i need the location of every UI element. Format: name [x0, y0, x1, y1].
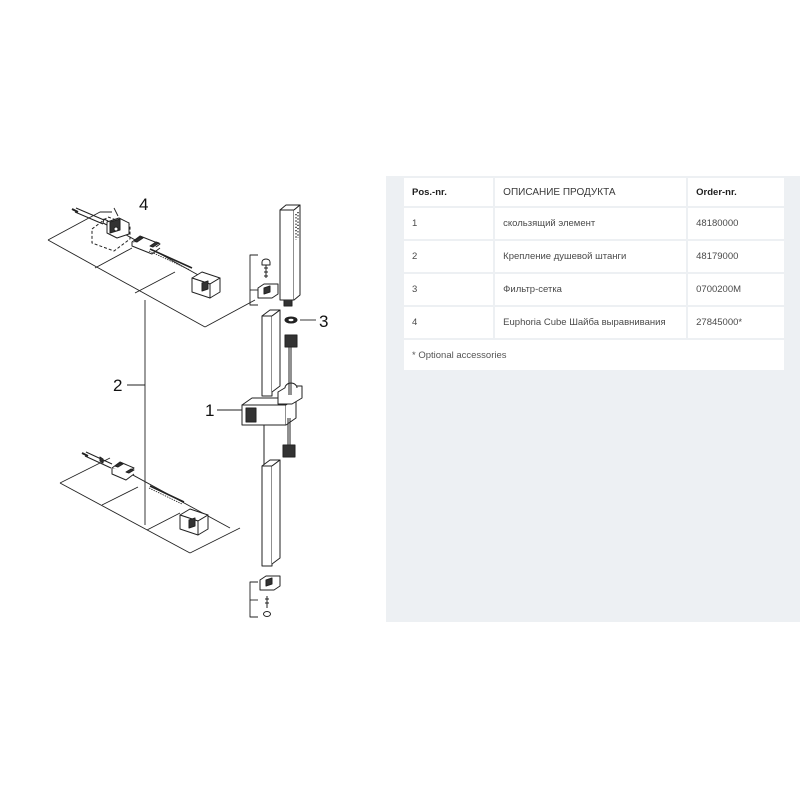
cell-order: 48180000 — [688, 206, 784, 239]
table-row: 3 Фильтр-сетка 0700200M — [404, 272, 784, 305]
cell-order: 48179000 — [688, 239, 784, 272]
table-header-row: Pos.-nr. ОПИСАНИЕ ПРОДУКТА Order-nr. — [404, 178, 784, 206]
shower-rail — [261, 309, 281, 567]
upper-alignment-washer — [91, 216, 131, 252]
leader-lines — [113, 207, 316, 411]
hand-shower — [279, 204, 301, 307]
table-row: 2 Крепление душевой штанги 48179000 — [404, 239, 784, 272]
upper-wall-plane — [47, 211, 256, 328]
lower-wall-plane — [59, 457, 241, 554]
filter-screen — [284, 316, 298, 324]
callout-4: 4 — [139, 195, 148, 214]
header-order: Order-nr. — [688, 178, 784, 206]
header-pos: Pos.-nr. — [404, 178, 496, 206]
parts-table: Pos.-nr. ОПИСАНИЕ ПРОДУКТА Order-nr. 1 с… — [404, 178, 784, 370]
cell-description: Euphoria Cube Шайба выравнивания — [495, 305, 689, 338]
cell-pos: 2 — [404, 239, 496, 272]
cell-description: Фильтр-сетка — [495, 272, 689, 305]
cell-pos: 3 — [404, 272, 496, 305]
optional-accessories-note: * Optional accessories — [404, 338, 784, 370]
parts-list-panel: Pos.-nr. ОПИСАНИЕ ПРОДУКТА Order-nr. 1 с… — [386, 176, 800, 622]
lower-bracket-cover — [179, 508, 209, 536]
callout-1: 1 — [205, 401, 214, 420]
cell-order: 0700200M — [688, 272, 784, 305]
cell-description: Крепление душевой штанги — [495, 239, 689, 272]
upper-long-screw — [148, 248, 193, 271]
lower-screw-left — [81, 451, 113, 469]
cell-pos: 1 — [404, 206, 496, 239]
lower-wall-plate — [111, 461, 135, 481]
cell-order: 27845000* — [688, 305, 784, 338]
cell-pos: 4 — [404, 305, 496, 338]
shower-hose — [282, 334, 298, 458]
table-row: 4 Euphoria Cube Шайба выравнивания 27845… — [404, 305, 784, 338]
upper-screw-left — [71, 207, 109, 226]
upper-bracket-cover — [191, 271, 221, 299]
callout-3: 3 — [319, 312, 328, 331]
header-description: ОПИСАНИЕ ПРОДУКТА — [495, 178, 689, 206]
lower-long-screw — [148, 485, 185, 505]
callout-2: 2 — [113, 376, 122, 395]
lower-rail-mount — [249, 575, 281, 618]
table-footnote-row: * Optional accessories — [404, 338, 784, 370]
table-row: 1 скользящий элемент 48180000 — [404, 206, 784, 239]
upper-rail-mount — [249, 254, 279, 306]
exploded-parts-diagram: 4 3 2 1 — [47, 195, 328, 618]
cell-description: скользящий элемент — [495, 206, 689, 239]
